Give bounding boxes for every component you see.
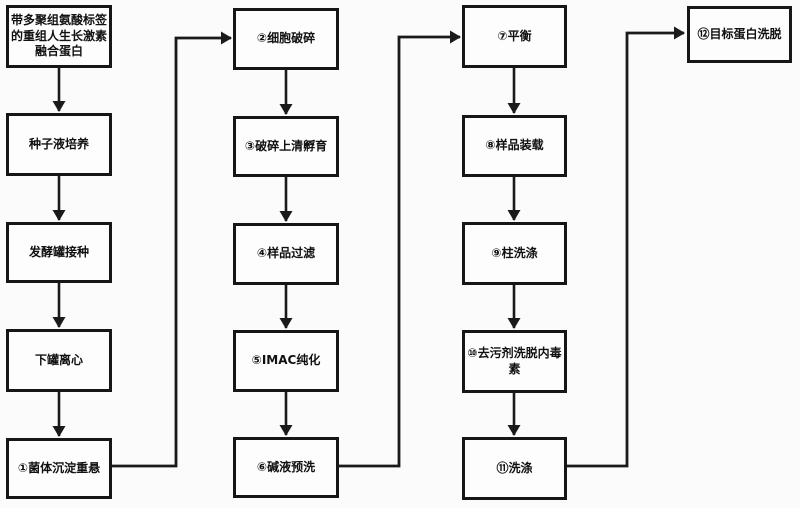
flow-box-step3-supernatant-incubation: ③破碎上清孵育 [233,116,339,177]
flow-box-label: ③破碎上清孵育 [244,138,328,153]
connector-col1-to-col2 [112,31,232,468]
flow-box-label: ⑨柱洗涤 [491,245,538,260]
flow-box-label: ⑤IMAC纯化 [251,353,321,368]
flow-box-label: 种子液培养 [28,136,89,151]
flow-box-label: 下罐离心 [34,352,83,367]
flow-box-label: ⑫目标蛋白洗脱 [697,26,782,41]
flow-box-label: 发酵罐接种 [28,244,89,259]
flow-box-label: ⑦平衡 [497,28,532,43]
flow-box-label: 带多聚组氨酸标签的重组人生长激素融合蛋白 [10,12,107,59]
flow-box-fermenter-inoculation: 发酵罐接种 [6,222,112,283]
flow-box-step10-detergent-endotoxin-removal: ⑩去污剂洗脱内毒素 [462,330,567,393]
flow-box-label: ⑩去污剂洗脱内毒素 [467,345,562,376]
connector-col3-to-final [567,26,685,468]
flow-box-label: ④样品过滤 [256,246,316,261]
flow-box-step12-target-protein-elution: ⑫目标蛋白洗脱 [687,6,792,63]
flow-box-label: ②细胞破碎 [256,31,316,46]
flow-box-label: ⑪洗涤 [496,460,533,475]
flow-box-step9-column-wash: ⑨柱洗涤 [462,222,567,285]
flow-box-label: ⑧样品装载 [485,138,544,153]
flow-box-step5-imac-purification: ⑤IMAC纯化 [233,330,339,392]
flow-box-label: ①菌体沉淀重悬 [17,460,101,475]
flow-box-step8-sample-loading: ⑧样品装载 [462,115,567,177]
flow-box-step6-alkali-prewash: ⑥碱液预洗 [233,437,339,498]
flow-box-step4-sample-filtration: ④样品过滤 [233,223,339,285]
flow-box-label: ⑥碱液预洗 [256,459,316,474]
flow-box-step1-pellet-resuspension: ①菌体沉淀重悬 [6,438,112,499]
flow-box-step2-cell-disruption: ②细胞破碎 [233,8,339,70]
flow-box-fusion-protein: 带多聚组氨酸标签的重组人生长激素融合蛋白 [6,5,112,68]
flow-box-tank-centrifugation: 下罐离心 [6,329,112,392]
flow-box-step7-equilibration: ⑦平衡 [462,5,567,68]
flow-box-seed-culture: 种子液培养 [6,113,112,176]
connector-col2-to-col3 [339,30,461,468]
flow-box-step11-wash: ⑪洗涤 [462,437,567,500]
